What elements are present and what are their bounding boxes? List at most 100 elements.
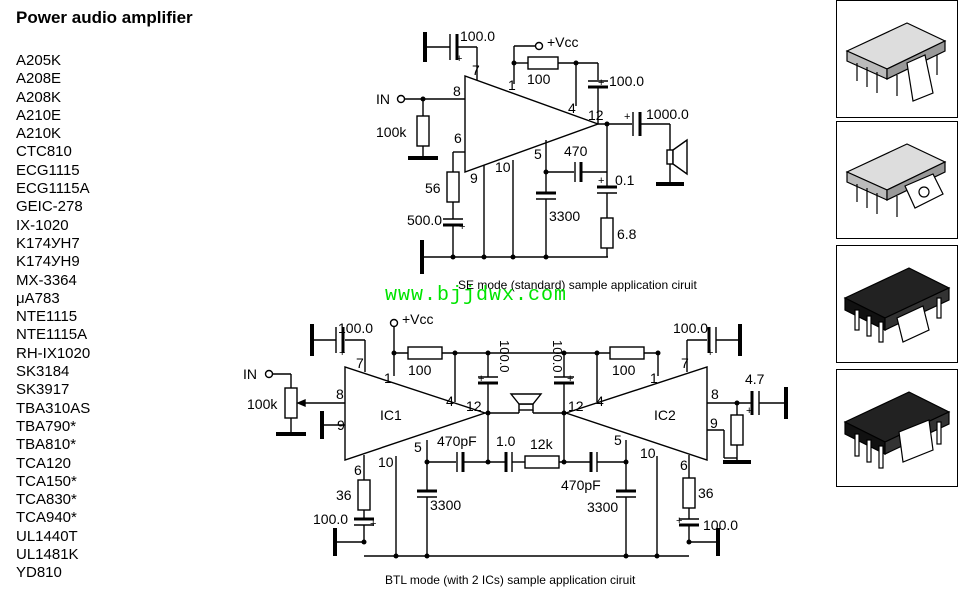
btl-ic2-label: IC2 bbox=[654, 407, 676, 423]
se-cap500-label: 500.0 bbox=[407, 212, 442, 228]
btl-cap47-label: 4.7 bbox=[745, 371, 765, 387]
part-number-item: ECG1115A bbox=[16, 180, 90, 198]
se-in-label: IN bbox=[376, 91, 390, 107]
btl-vcc-label: +Vcc bbox=[402, 311, 434, 327]
se-pin5: 5 bbox=[534, 146, 542, 162]
se-vcc-label: +Vcc bbox=[547, 34, 579, 50]
se-plus-1: + bbox=[456, 53, 462, 65]
btl-plus-7: + bbox=[676, 515, 682, 527]
btl-r-pin4: 4 bbox=[596, 393, 604, 409]
package-thumbnail-2 bbox=[836, 121, 958, 239]
part-number-item: A210K bbox=[16, 125, 62, 143]
btl-cap3300-left-label: 3300 bbox=[430, 497, 461, 513]
se-caption: SE mode (standard) sample application ci… bbox=[458, 278, 697, 292]
part-number-item: A205K bbox=[16, 52, 62, 69]
se-pin9: 9 bbox=[470, 170, 478, 186]
btl-l-pin10: 10 bbox=[378, 454, 394, 470]
se-pin10: 10 bbox=[495, 159, 511, 175]
btl-plus-2: + bbox=[707, 347, 713, 359]
part-number-item: K174УН7 bbox=[16, 234, 80, 252]
ic-package-image bbox=[843, 267, 951, 343]
se-plus-3: + bbox=[624, 111, 630, 123]
btl-caption: BTL mode (with 2 ICs) sample application… bbox=[385, 573, 636, 587]
part-number-item: NTE1115 bbox=[16, 308, 78, 326]
btl-circuit bbox=[264, 318, 788, 557]
btl-r-pin5: 5 bbox=[614, 432, 622, 448]
part-number-item: ECG1115 bbox=[16, 161, 80, 179]
part-number-item: TBA810* bbox=[16, 436, 77, 454]
btl-cap-right-label: 100.0 bbox=[673, 320, 708, 336]
part-number-item: TCA940* bbox=[16, 509, 77, 527]
btl-l-pin4: 4 bbox=[446, 393, 454, 409]
se-cap470-label: 470 bbox=[564, 143, 588, 159]
part-number-item: CTC810 bbox=[16, 143, 72, 161]
se-r68-label: 6.8 bbox=[617, 226, 637, 242]
se-amplifier-triangle bbox=[464, 75, 601, 173]
btl-l-pin8: 8 bbox=[336, 386, 344, 402]
part-number-item: YD810 bbox=[16, 564, 62, 582]
btl-cap470pf-left-label: 470pF bbox=[437, 433, 477, 449]
btl-ic1-triangle bbox=[344, 366, 488, 461]
part-number-item: SK3184 bbox=[16, 363, 70, 381]
btl-l-pin5: 5 bbox=[414, 439, 422, 455]
btl-cap-bot-right-label: 100.0 bbox=[703, 517, 738, 533]
btl-in-label: IN bbox=[243, 366, 257, 382]
btl-plus-4: + bbox=[567, 373, 573, 385]
ic-package-image bbox=[843, 391, 951, 469]
btl-r-pin9: 9 bbox=[710, 415, 718, 431]
part-number-item: MX-3364 bbox=[16, 271, 77, 289]
part-number-item: UL1481K bbox=[16, 546, 79, 564]
se-circuit bbox=[396, 32, 688, 274]
btl-r36-right-label: 36 bbox=[698, 485, 714, 501]
se-r100-label: 100 bbox=[527, 71, 551, 87]
page-title: Power audio amplifier bbox=[16, 8, 193, 27]
part-number-item: GEIC-278 bbox=[16, 198, 83, 216]
se-pin7: 7 bbox=[472, 62, 480, 78]
part-number-item: TBA310AS bbox=[16, 399, 91, 417]
part-number-item: K174УН9 bbox=[16, 253, 80, 271]
ic-package-image bbox=[845, 22, 947, 102]
part-number-item: TCA830* bbox=[16, 491, 77, 509]
btl-cap-bot-left-label: 100.0 bbox=[313, 511, 348, 527]
btl-l-pin12: 12 bbox=[466, 398, 482, 414]
se-plus-5: + bbox=[459, 221, 465, 233]
se-pin12: 12 bbox=[588, 107, 604, 123]
se-r100k-label: 100k bbox=[376, 124, 407, 140]
btl-plus-5: + bbox=[746, 405, 752, 417]
btl-l-pin7: 7 bbox=[356, 355, 364, 371]
btl-r-pin10: 10 bbox=[640, 445, 656, 461]
btl-plus-3: + bbox=[478, 373, 484, 385]
se-cap3300-label: 3300 bbox=[549, 208, 580, 224]
se-pin8: 8 bbox=[453, 83, 461, 99]
package-thumbnail-1 bbox=[836, 0, 958, 118]
part-number-item: A208K bbox=[16, 88, 62, 106]
se-cap-top-label: 100.0 bbox=[460, 28, 495, 44]
se-cap-vcc-label: 100.0 bbox=[609, 73, 644, 89]
btl-r12k-label: 12k bbox=[530, 436, 554, 452]
watermark-text: www.bjjdwx.com bbox=[385, 284, 568, 307]
btl-plus-6: + bbox=[370, 518, 376, 530]
btl-cap470pf-right-label: 470pF bbox=[561, 477, 601, 493]
part-number-item: NTE1115A bbox=[16, 326, 88, 344]
btl-plus-1: + bbox=[339, 347, 345, 359]
package-thumbnail-3 bbox=[836, 245, 958, 363]
btl-r100-left-label: 100 bbox=[408, 362, 432, 378]
se-pin6: 6 bbox=[454, 130, 462, 146]
se-plus-2: + bbox=[598, 77, 604, 89]
se-cap01-label: 0.1 bbox=[615, 172, 635, 188]
se-r56-label: 56 bbox=[425, 180, 441, 196]
btl-r-pin8: 8 bbox=[711, 386, 719, 402]
btl-ic2-triangle bbox=[563, 366, 708, 461]
btl-cap-left-label: 100.0 bbox=[338, 320, 373, 336]
junction-dots bbox=[361, 60, 740, 559]
btl-pot-label: 100k bbox=[247, 396, 278, 412]
part-number-item: A210E bbox=[16, 106, 62, 124]
se-pin1: 1 bbox=[508, 77, 516, 93]
btl-r-pin1: 1 bbox=[650, 370, 658, 386]
btl-r36-left-label: 36 bbox=[336, 487, 352, 503]
se-plus-4: + bbox=[598, 175, 604, 187]
btl-cap3300-right-label: 3300 bbox=[587, 499, 618, 515]
btl-cap-vert-left-label: 100.0 bbox=[497, 340, 512, 373]
part-number-item: TCA150* bbox=[16, 472, 77, 490]
